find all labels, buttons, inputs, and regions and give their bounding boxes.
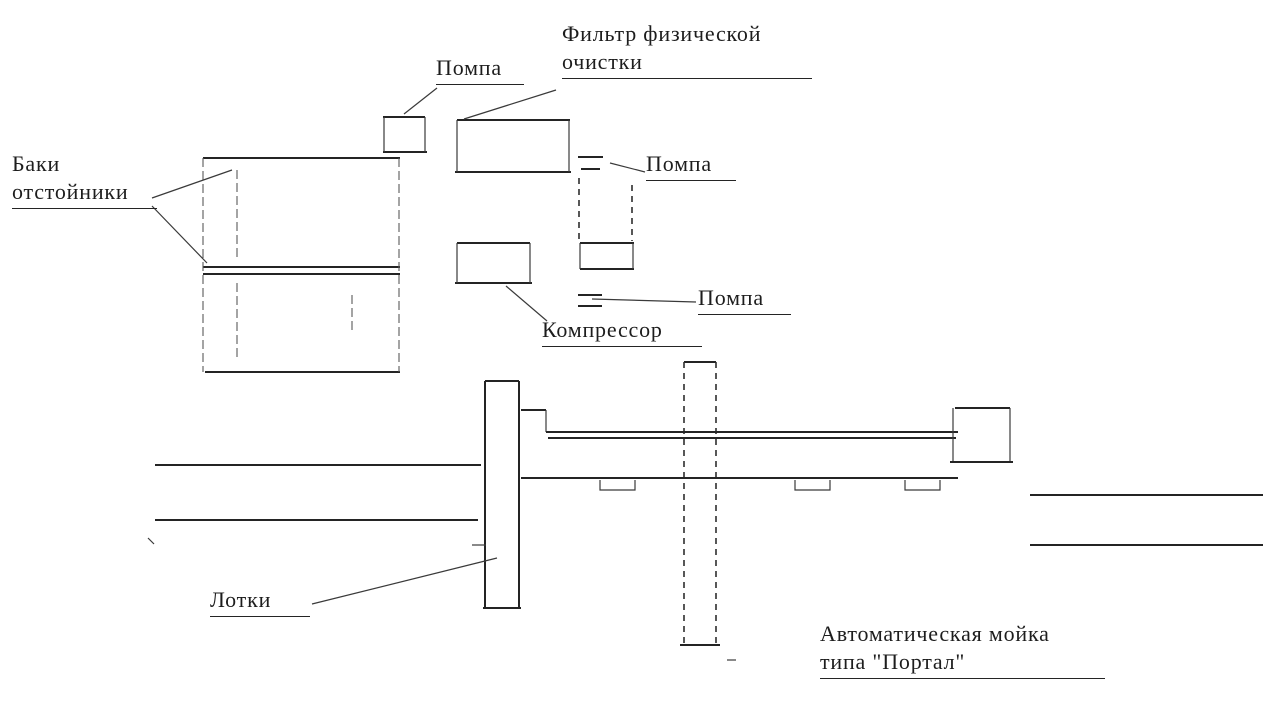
left-track bbox=[147, 464, 481, 545]
label-portal-washer: Автоматическая мойка типа "Портал" bbox=[820, 620, 1105, 680]
label-pump-mid-text: Помпа bbox=[698, 285, 764, 310]
label-portal-washer-line2: типа "Портал" bbox=[820, 649, 966, 675]
right-track bbox=[1030, 494, 1263, 546]
pump-right-leader-line bbox=[609, 162, 646, 173]
settling-tanks bbox=[202, 157, 400, 373]
label-trays-text: Лотки bbox=[210, 587, 272, 612]
label-filter-line2: очистки bbox=[562, 49, 643, 75]
filter-leader-line bbox=[463, 89, 557, 120]
label-pump-right-text: Помпа bbox=[646, 151, 712, 176]
label-trays: Лотки bbox=[210, 586, 310, 618]
compressor-box bbox=[455, 242, 532, 284]
label-tanks-line1: Баки bbox=[12, 151, 61, 176]
label-filter: Фильтр физической очистки bbox=[562, 20, 812, 80]
trays-leader-line bbox=[311, 557, 498, 605]
label-filter-line1: Фильтр физической bbox=[562, 21, 762, 46]
label-compressor: Компрессор bbox=[542, 316, 702, 348]
pump-top-box bbox=[383, 116, 427, 153]
label-pump-mid: Помпа bbox=[698, 284, 791, 316]
label-pump-top-text: Помпа bbox=[436, 55, 502, 80]
label-pump-top: Помпа bbox=[436, 54, 524, 86]
label-compressor-text: Компрессор bbox=[542, 317, 663, 342]
compressor-leader-line bbox=[505, 285, 548, 322]
left-column-frame bbox=[472, 380, 521, 609]
label-pump-right: Помпа bbox=[646, 150, 736, 182]
portal-washer-frame bbox=[680, 361, 736, 661]
filter-box bbox=[455, 119, 571, 173]
tanks-leader-lines bbox=[151, 169, 233, 264]
right-end-box bbox=[950, 407, 1013, 463]
pump-top-leader-line bbox=[403, 87, 438, 115]
label-tanks-line2: отстойники bbox=[12, 179, 129, 205]
pump-mid-leader-line bbox=[591, 298, 697, 303]
pump-mid-symbol bbox=[578, 294, 602, 307]
label-tanks: Баки отстойники bbox=[12, 150, 157, 210]
label-portal-washer-line1: Автоматическая мойка bbox=[820, 621, 1050, 646]
conveyor-band bbox=[521, 409, 958, 491]
small-box-right bbox=[579, 242, 634, 270]
pump-right-symbol bbox=[578, 156, 603, 170]
